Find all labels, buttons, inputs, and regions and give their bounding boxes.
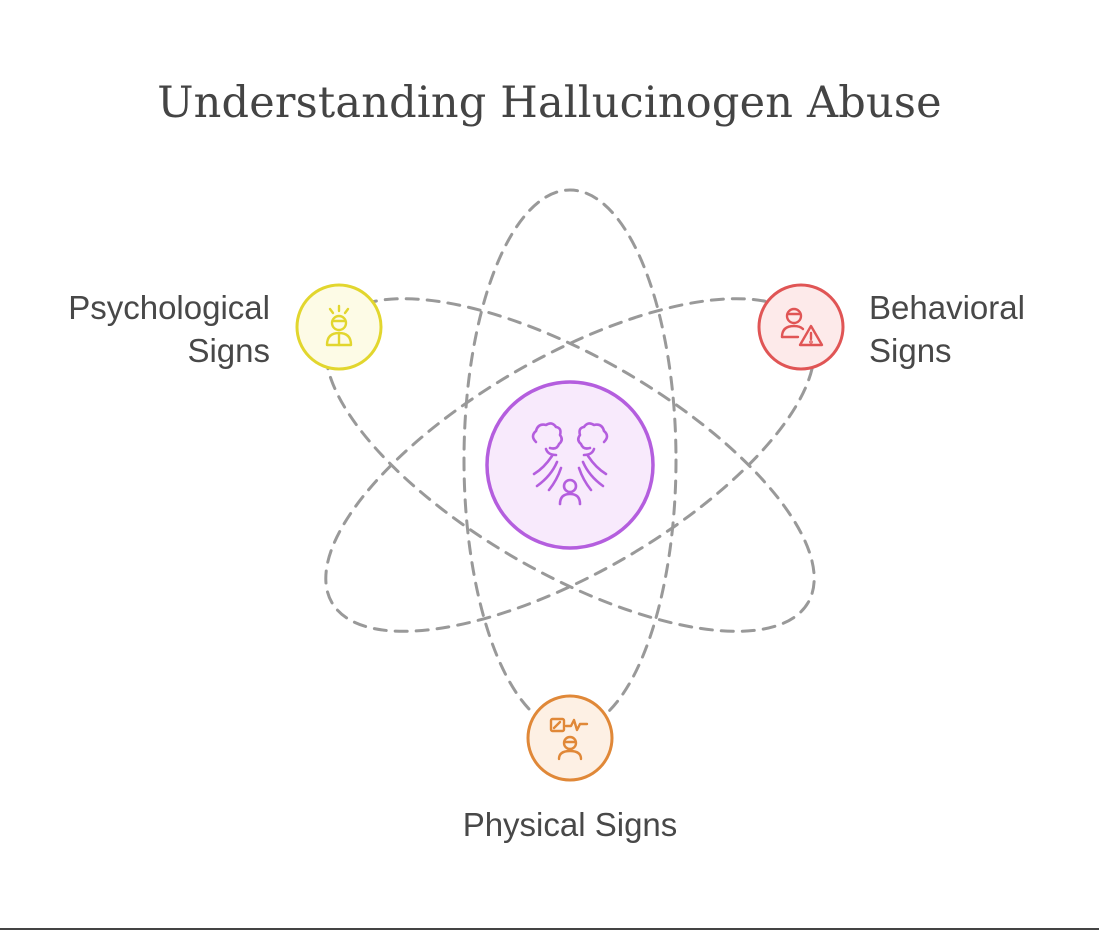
bottom-divider — [0, 928, 1099, 930]
page-title: Understanding Hallucinogen Abuse — [157, 78, 942, 128]
psychological-node-circle — [295, 283, 383, 371]
psychological-node — [295, 283, 383, 371]
behavioral-label-line1: Behavioral — [869, 289, 1025, 326]
person-warning-icon — [780, 307, 824, 347]
stressed-person-icon — [325, 304, 353, 347]
physical-label-line1: Physical Signs — [462, 806, 678, 843]
orbit-vertical — [462, 188, 678, 732]
behavioral-node — [757, 283, 845, 371]
physical-signs-label: Physical Signs — [0, 803, 1099, 846]
behavioral-signs-label: Behavioral Signs — [869, 286, 1025, 372]
psychological-label-line1: Psychological — [68, 289, 270, 326]
psychological-signs-label: Psychological Signs — [68, 286, 270, 372]
center-node-circle — [485, 380, 655, 550]
center-node — [485, 380, 655, 550]
psychological-label-line2: Signs — [187, 332, 270, 369]
behavioral-label-line2: Signs — [869, 332, 952, 369]
physical-node — [526, 694, 614, 782]
person-vitals-icon — [549, 717, 589, 761]
hallucination-icon — [531, 422, 609, 506]
